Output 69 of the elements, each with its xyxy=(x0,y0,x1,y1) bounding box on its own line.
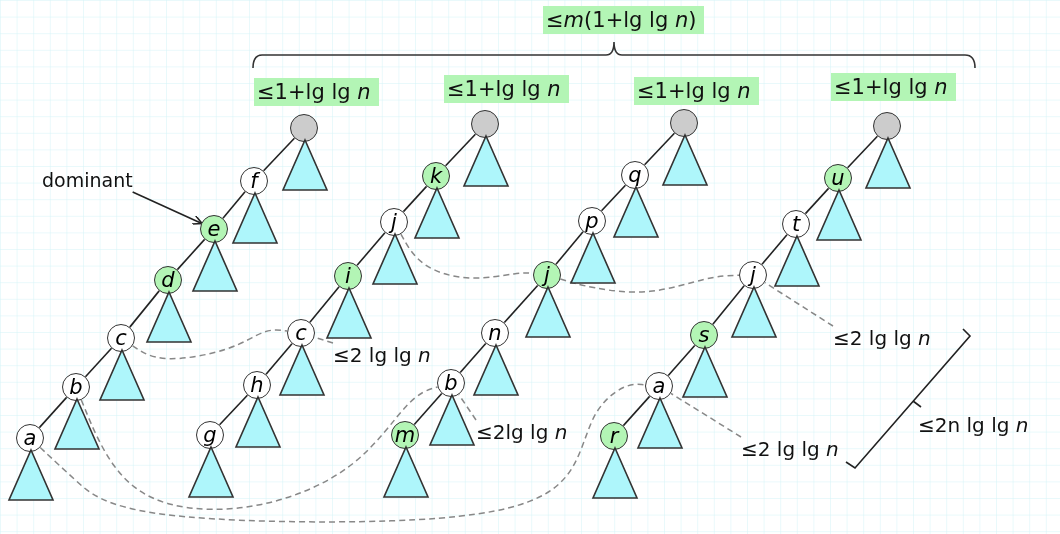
bound-label: ≤2 lg lg n xyxy=(741,437,839,461)
subtree-triangle xyxy=(613,186,659,238)
tree-edge xyxy=(176,238,206,271)
tree-edge xyxy=(218,394,249,426)
dashed-link xyxy=(39,383,646,523)
bound-label: ≤1+lg lg n xyxy=(254,78,379,106)
subtree-triangle xyxy=(592,447,638,499)
subtree-triangle xyxy=(188,446,234,498)
bound-label: ≤2 lg lg n xyxy=(333,343,431,367)
leader-line xyxy=(670,392,742,438)
tree-edge xyxy=(622,395,651,427)
subtree-triangle xyxy=(99,349,145,401)
tree-edge xyxy=(38,396,68,429)
tree-edge xyxy=(846,135,879,169)
annotation-text: dominant xyxy=(42,168,133,192)
subtree-triangle xyxy=(54,398,100,450)
tree-edge xyxy=(222,190,246,220)
tree-edge xyxy=(804,187,830,215)
subtree-triangle xyxy=(429,394,475,446)
tree-edge xyxy=(265,342,293,376)
bound-label: ≤1+lg lg n xyxy=(831,73,956,101)
tree-edge xyxy=(667,344,696,377)
tree-edge xyxy=(413,392,443,426)
tree-edge xyxy=(600,184,627,212)
tree-edge xyxy=(84,347,113,378)
subtree-triangle xyxy=(473,344,519,396)
subtree-triangle xyxy=(682,346,728,398)
tree-edge xyxy=(444,133,477,167)
tree-edge xyxy=(643,132,676,166)
bound-label: ≤2n lg lg n xyxy=(918,412,1029,439)
subtree-triangle xyxy=(383,446,429,498)
subtree-triangle xyxy=(774,235,820,287)
tree-edge xyxy=(402,185,428,213)
tree-edge xyxy=(459,342,487,374)
dashed-link xyxy=(80,386,439,511)
bound-label: ≤1+lg lg n xyxy=(444,75,569,103)
bound-label: ≤2 lg lg n xyxy=(833,326,931,350)
tree-edge xyxy=(503,284,539,324)
tree-edge xyxy=(761,233,788,266)
subtree-triangle xyxy=(731,286,777,338)
subtree-triangle xyxy=(414,187,460,239)
dashed-link xyxy=(559,274,740,293)
tree-edge xyxy=(712,285,745,325)
tree-edge xyxy=(309,286,340,323)
arrow xyxy=(131,191,203,225)
subtree-triangle xyxy=(570,232,616,284)
bound-label: ≤m(1+lg lg n) xyxy=(543,6,705,34)
tree-edge xyxy=(262,137,296,172)
subtree-triangle xyxy=(816,189,862,241)
subtree-triangle xyxy=(662,134,708,186)
subtree-triangle xyxy=(525,286,571,338)
dashed-link xyxy=(131,329,288,360)
tree-edge xyxy=(356,231,386,267)
tree-edge xyxy=(129,290,160,328)
bound-label: ≤1+lg lg n xyxy=(634,77,759,105)
subtree-triangle xyxy=(326,287,372,339)
tree-edge xyxy=(555,230,584,266)
subtree-triangle xyxy=(463,135,509,187)
subtree-triangle xyxy=(865,137,911,189)
subtree-triangle xyxy=(637,397,683,449)
subtree-triangle xyxy=(8,449,54,501)
subtree-triangle xyxy=(235,396,281,448)
subtree-triangle xyxy=(282,139,328,191)
subtree-triangle xyxy=(192,240,238,292)
bound-label: ≤2lg lg n xyxy=(476,420,568,444)
subtree-triangle xyxy=(232,192,278,244)
subtree-triangle xyxy=(146,291,192,343)
subtree-triangle xyxy=(279,344,325,396)
subtree-triangle xyxy=(372,233,418,285)
